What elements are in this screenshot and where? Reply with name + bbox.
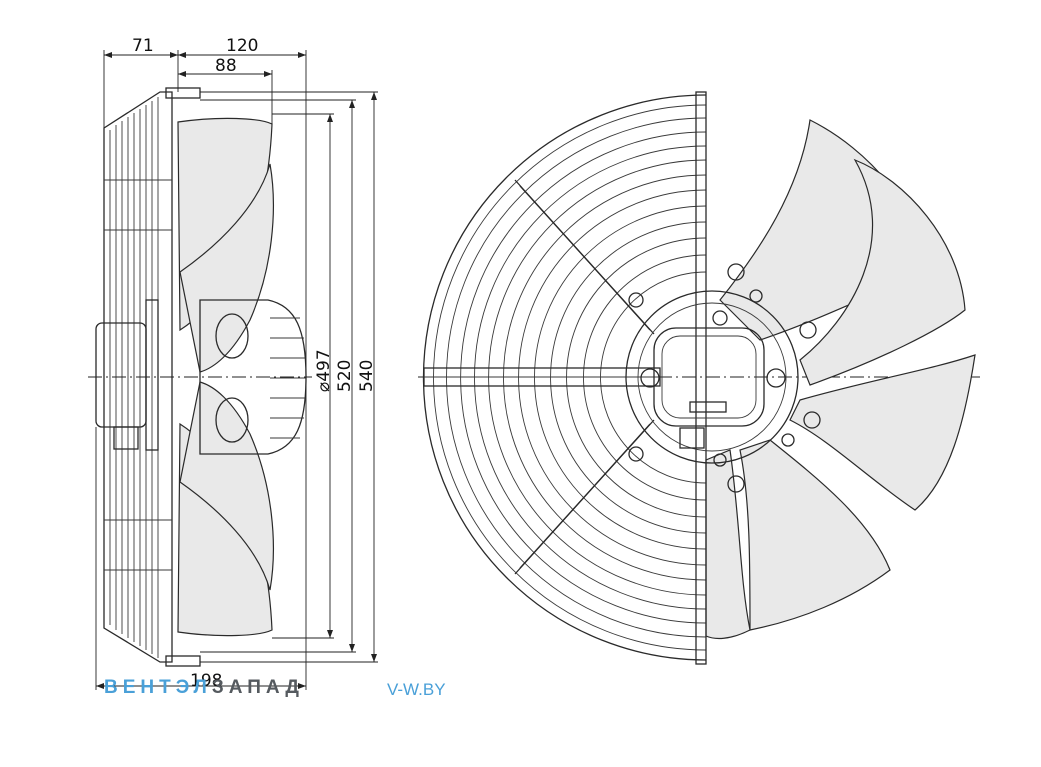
side-guard-wires xyxy=(104,97,172,658)
front-mounting-rail xyxy=(695,91,707,665)
front-blade-2 xyxy=(799,158,966,386)
side-guard-frame xyxy=(103,91,173,663)
watermark-url: V-W.BY xyxy=(387,680,446,699)
side-motor-flange xyxy=(145,299,159,451)
side-top-bracket xyxy=(165,87,201,99)
side-blade-hub-upper xyxy=(215,313,249,359)
front-guard xyxy=(422,94,707,661)
front-screw-left xyxy=(640,368,660,388)
watermark-brand-part2: ЗАПАД xyxy=(211,677,304,698)
dimension-71: 71 xyxy=(132,36,154,56)
side-view xyxy=(95,87,307,667)
dimension-497: ⌀497 xyxy=(314,349,334,392)
side-rotor-fins xyxy=(270,317,306,439)
dimension-540: 540 xyxy=(357,360,377,392)
front-blade-3 xyxy=(789,354,976,511)
front-motor-flange xyxy=(625,290,799,464)
front-bolts xyxy=(628,263,821,493)
front-logo-plate xyxy=(689,401,727,413)
front-screw-right xyxy=(766,368,786,388)
front-blade-4 xyxy=(739,439,891,631)
side-blade-hub-lower xyxy=(215,397,249,443)
front-blade-5 xyxy=(705,449,751,640)
dimension-88: 88 xyxy=(215,56,237,76)
front-terminal-box xyxy=(653,327,765,427)
dimension-520: 520 xyxy=(335,360,355,392)
dimension-198: 198 xyxy=(190,671,222,691)
dimension-lines xyxy=(95,50,378,690)
dimension-120: 120 xyxy=(226,36,258,56)
front-cable-gland xyxy=(679,427,705,449)
side-cable-gland xyxy=(113,426,139,450)
watermark-brand-part1: ВЕНТЭЛ xyxy=(104,677,212,698)
side-bottom-bracket xyxy=(165,655,201,667)
side-blade-mid-top xyxy=(179,163,274,373)
front-view xyxy=(422,91,976,665)
watermark-brand: ВЕНТЭЛЗАПАД xyxy=(104,677,304,699)
